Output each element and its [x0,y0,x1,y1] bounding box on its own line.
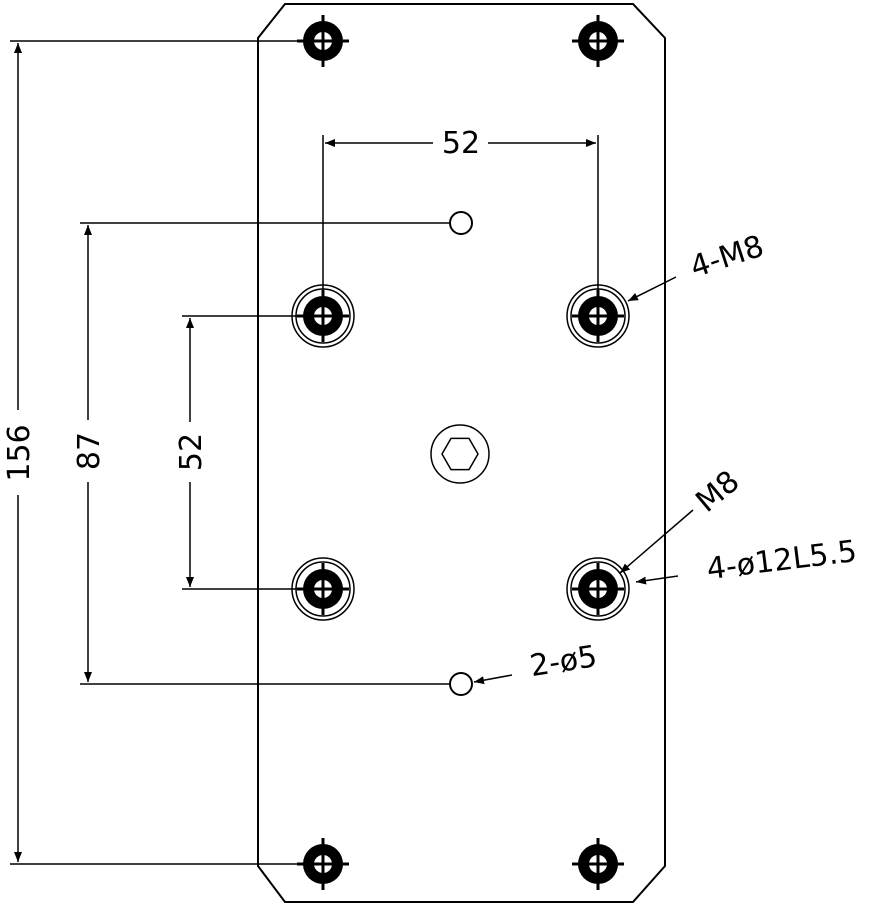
dimension-horizontal-52: 52 [322,126,599,316]
callout-counterbore-label: 4-ø12L5.5 [705,534,859,587]
pin-87-label: 87 [72,432,107,470]
callout-2-d5: 2-ø5 [473,639,600,684]
horizontal-52-label: 52 [442,126,480,161]
callout-4-m8-label: 4-M8 [686,229,768,285]
dimension-overall-156: 156 [2,40,323,865]
overall-156-label: 156 [2,424,37,481]
m8-hole-bottom-right [566,557,630,621]
vertical-52-label: 52 [174,433,209,471]
callout-2-d5-label: 2-ø5 [528,639,600,684]
corner-hole-top-right [572,15,624,67]
callout-4-m8: 4-M8 [627,229,768,302]
callout-counterbore: 4-ø12L5.5 [635,534,859,587]
pin-hole-bottom [449,672,473,696]
plate-outline [257,3,666,903]
callout-m8-label: M8 [689,464,746,520]
pin-hole-top [449,211,473,235]
dimension-vertical-52: 52 [174,315,323,590]
center-hex-socket [430,424,490,484]
dimension-pin-87: 87 [72,222,450,685]
corner-hole-bottom-right [572,838,624,890]
